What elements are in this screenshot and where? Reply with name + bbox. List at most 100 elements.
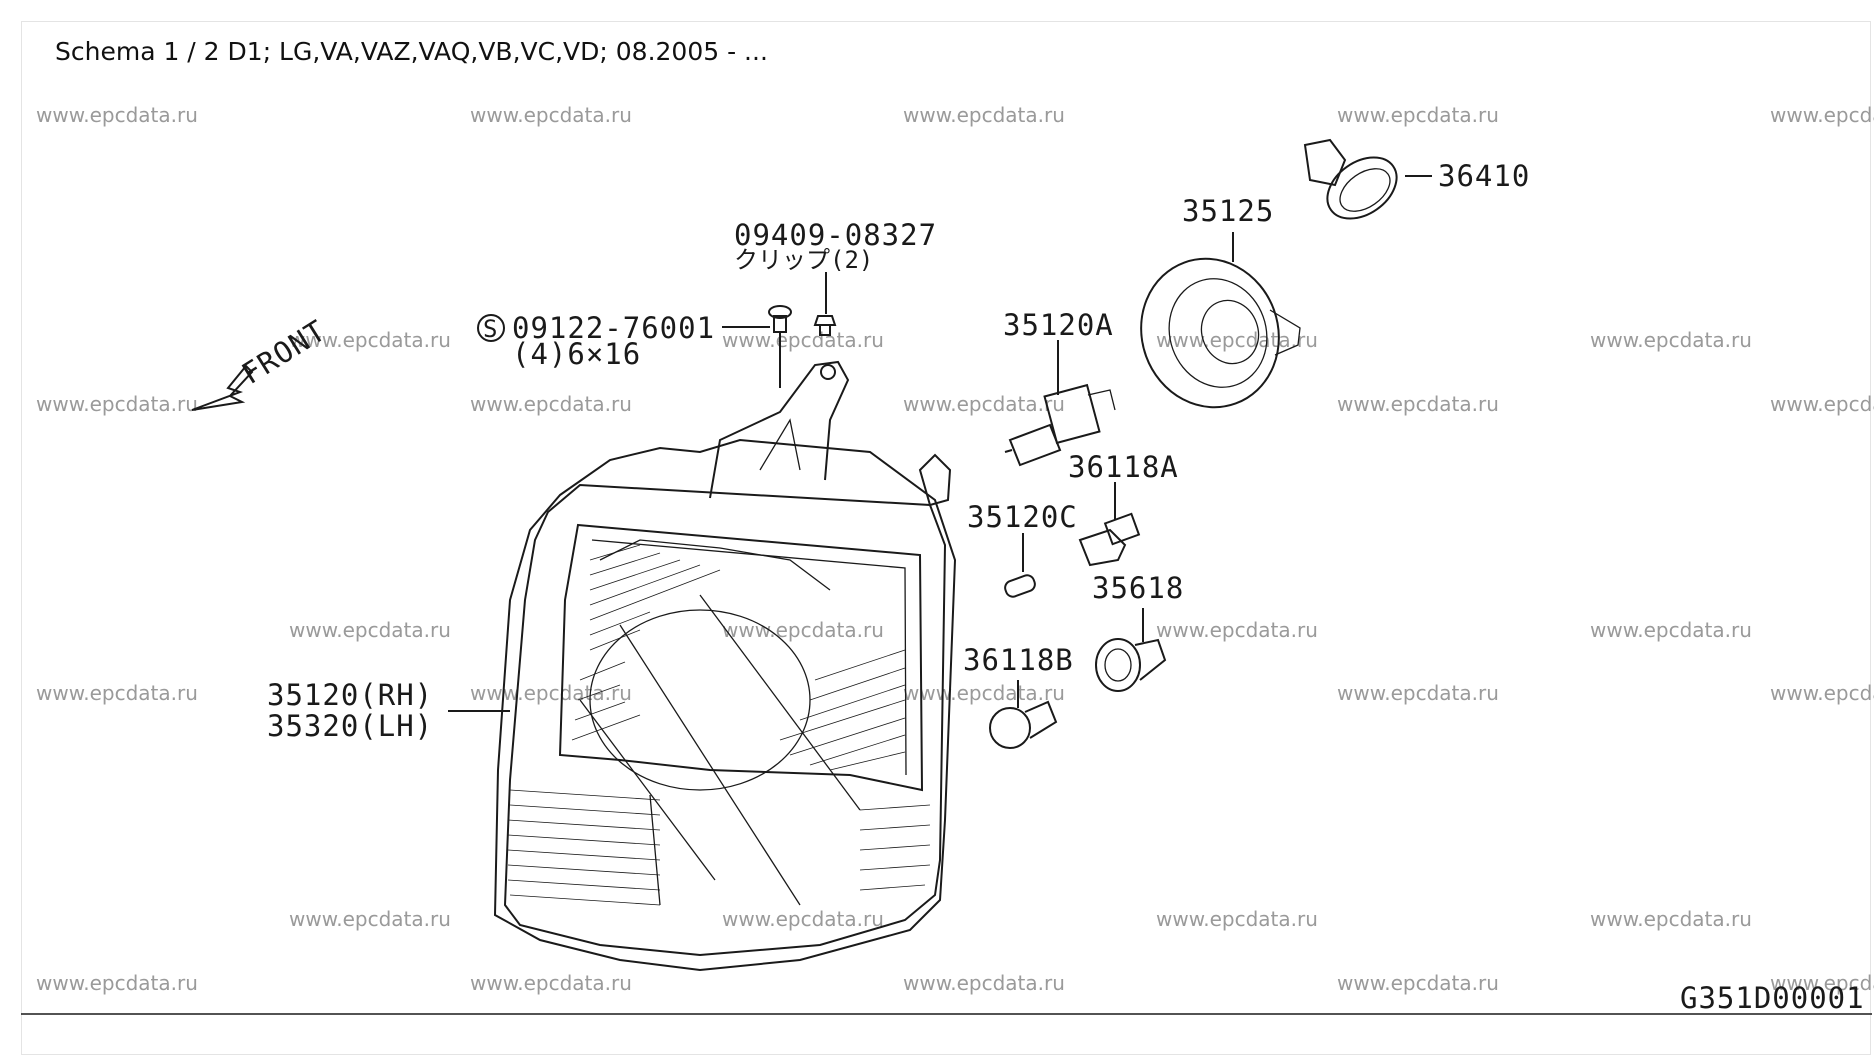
label-36118B: 36118B [963,643,1074,677]
watermark: www.epcdata.ru [1337,971,1499,995]
dust-cover-icon [1140,257,1280,409]
watermark: www.epcdata.ru [289,907,451,931]
watermark: www.epcdata.ru [1770,971,1874,995]
watermark: www.epcdata.ru [1590,328,1752,352]
socket-36118A [1078,482,1141,567]
watermark: www.epcdata.ru [1770,392,1874,416]
reflector-top [599,539,831,591]
label-35320: 35320(LH) [267,709,433,743]
wedge-bulb-icon [1004,574,1036,598]
watermark: www.epcdata.ru [470,681,632,705]
bolt-hole [820,364,836,380]
dust-cover-tab [1269,309,1301,356]
headlamp-body-outline [493,438,957,972]
screw-09122 [768,305,792,388]
watermark: www.epcdata.ru [289,328,451,352]
label-09122: 09122-76001 [512,311,715,345]
watermark: www.epcdata.ru [1337,681,1499,705]
watermark: www.epcdata.ru [1590,618,1752,642]
front-arrow-icon [191,364,254,411]
reflex-line [579,699,716,881]
watermark: www.epcdata.ru [470,103,632,127]
label-09122-sub: (4)6×16 [512,337,641,371]
socket-35618-icon [1095,638,1141,692]
headlamp-assembly [493,360,957,972]
bulb-35120A [1004,340,1116,467]
watermark: www.epcdata.ru [1590,907,1752,931]
label-35618: 35618 [1092,571,1184,605]
watermark: www.epcdata.ru [722,618,884,642]
headlamp-bezel [503,483,947,957]
diagram-code: G351D00001 [1680,981,1865,1015]
watermark: www.epcdata.ru [470,392,632,416]
reflex-line [699,594,861,811]
label-09409-sub: クリップ(2) [734,246,873,274]
side-lamp-socket [1303,138,1347,187]
headlamp-lens [558,523,924,792]
bulb-35120C [1004,533,1036,598]
bulb-icon [1008,423,1062,467]
watermark: www.epcdata.ru [722,907,884,931]
round-bulb-base [1024,700,1058,739]
mount-bracket [709,360,850,499]
bulb-36118B [989,680,1058,749]
side-lamp-icon [1326,156,1398,220]
connector-stub [918,453,952,507]
lens-inner-edge [591,539,907,776]
watermark: www.epcdata.ru [1156,328,1318,352]
label-09409: 09409-08327 [734,218,937,252]
label-36410: 36410 [1438,159,1530,193]
watermark: www.epcdata.ru [470,971,632,995]
watermark: www.epcdata.ru [903,681,1065,705]
watermark: www.epcdata.ru [36,392,198,416]
socket-body [1103,512,1141,546]
watermarks: www.epcdata.ru www.epcdata.ru www.epcdat… [36,103,1874,995]
watermark: www.epcdata.ru [1156,907,1318,931]
bracket-rib [759,418,801,471]
clip-stem [819,324,831,336]
side-lamp-36410 [1303,138,1432,220]
watermark: www.epcdata.ru [903,971,1065,995]
bulb-tab [1087,389,1116,411]
dust-cover-hub [1200,299,1260,365]
screw-icon [768,305,792,319]
label-35120A: 35120A [1003,308,1114,342]
clip-icon [813,315,837,326]
watermark: www.epcdata.ru [903,392,1065,416]
watermark: www.epcdata.ru [722,328,884,352]
watermark: www.epcdata.ru [36,103,198,127]
diagram-frame [21,21,1871,1055]
round-bulb-icon [989,707,1031,749]
socket-35618-inner [1104,648,1132,682]
label-36118A: 36118A [1068,450,1179,484]
s-circle-icon [477,314,505,342]
watermark: www.epcdata.ru [1770,103,1874,127]
socket-icon [1078,528,1127,567]
turn-signal-divider [649,794,661,906]
watermark: www.epcdata.ru [36,971,198,995]
watermark: www.epcdata.ru [903,103,1065,127]
page-title: Schema 1 / 2 D1; LG,VA,VAZ,VAQ,VB,VC,VD;… [55,37,768,66]
watermark: www.epcdata.ru [1770,681,1874,705]
watermark: www.epcdata.ru [289,618,451,642]
front-label: FRONT [236,313,332,391]
clip-09409 [813,272,837,336]
watermark: www.epcdata.ru [1156,618,1318,642]
watermark: www.epcdata.ru [1337,103,1499,127]
turn-signal-hatch [507,789,931,906]
dust-cover-ring [1168,278,1268,388]
label-35125: 35125 [1182,194,1274,228]
watermark: www.epcdata.ru [1337,392,1499,416]
label-35120: 35120(RH) [267,678,433,712]
dust-cover-35125 [1140,232,1301,409]
reflex-line [619,624,801,906]
side-lamp-lens [1339,168,1391,212]
front-arrow: FRONT [191,313,332,411]
socket-35618 [1095,608,1167,692]
label-35120C: 35120C [967,500,1078,534]
lens-hatching [571,544,906,771]
socket-35618-tab [1134,638,1167,681]
bulb-base [1043,383,1101,445]
label-09122-prefix: S [483,315,497,343]
